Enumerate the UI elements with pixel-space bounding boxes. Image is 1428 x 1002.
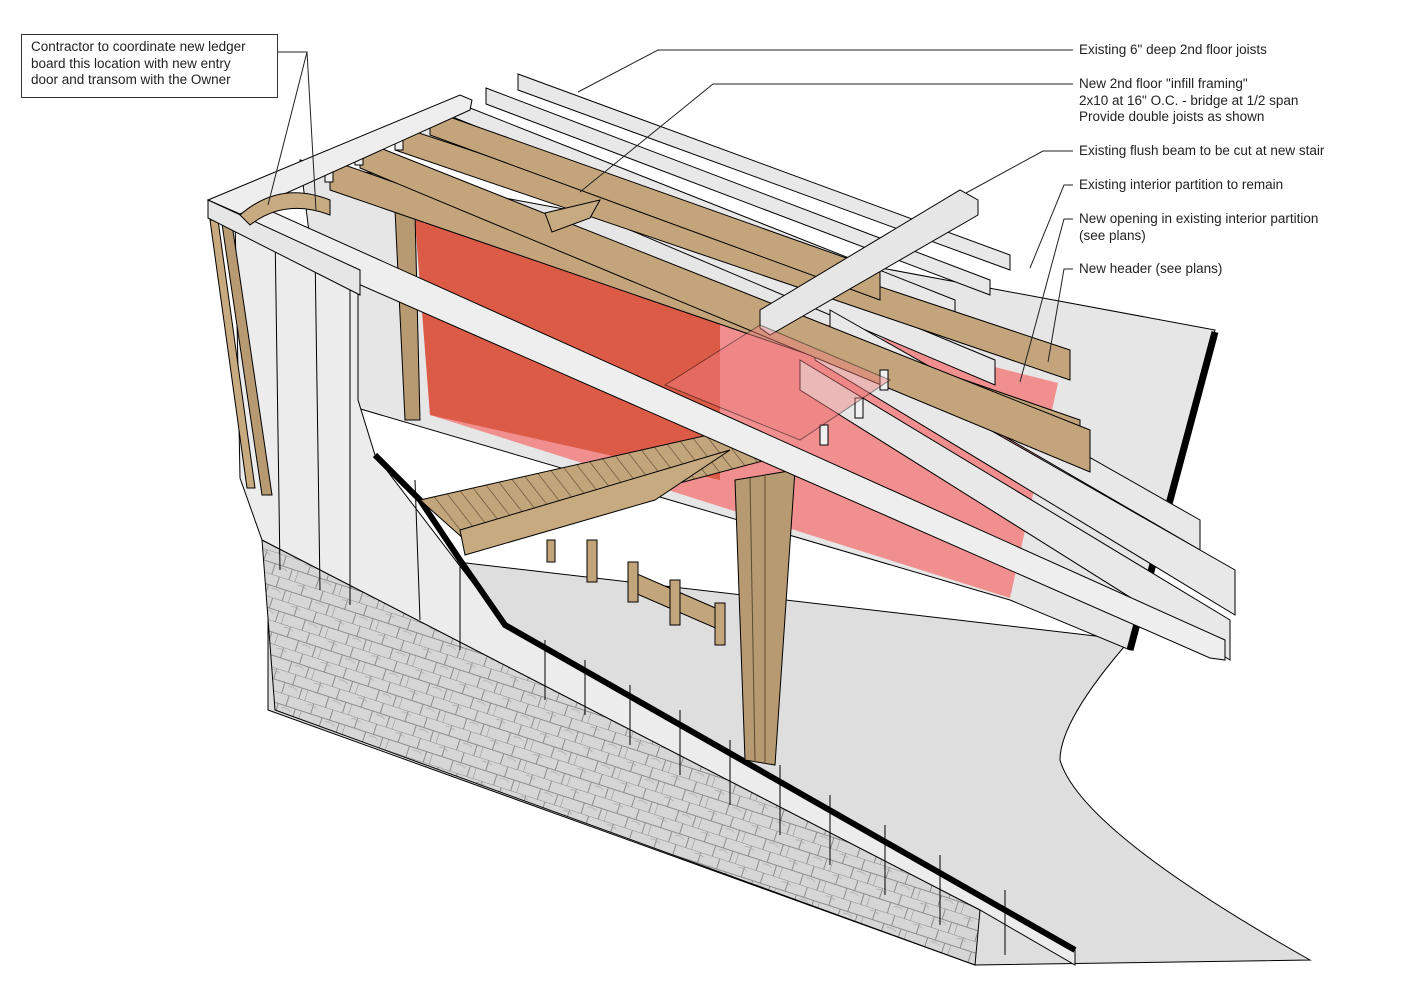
stair-stringer [459, 449, 731, 556]
entry-ledger-arch [239, 192, 331, 226]
leader-lines [267, 49, 1073, 383]
note-new-header: New header (see plans) [1079, 261, 1222, 278]
stacked-post-plies [749, 476, 766, 764]
note-infill-framing-line-2: 2x10 at 16" O.C. - bridge at 1/2 span [1079, 92, 1299, 108]
note-flush-beam: Existing flush beam to be cut at new sta… [1079, 143, 1324, 160]
front-header-top [206, 94, 473, 215]
floor-blocking [546, 539, 726, 646]
bridging-block [544, 199, 601, 233]
note-flush-beam-line-1: Existing flush beam to be cut at new sta… [1079, 143, 1325, 158]
callout-line-1: Contractor to coordinate new ledger [31, 39, 246, 54]
entry-posts [209, 219, 273, 496]
new-infill-joists [329, 109, 1091, 473]
note-existing-joists-line-1: Existing 6" deep 2nd floor joists [1079, 42, 1267, 57]
note-infill-framing: New 2nd floor "infill framing" 2x10 at 1… [1079, 76, 1298, 126]
note-interior-partition-line-1: Existing interior partition to remain [1079, 177, 1284, 192]
note-new-opening-line-1: New opening in existing interior partiti… [1079, 211, 1319, 226]
note-existing-joists: Existing 6" deep 2nd floor joists [1079, 42, 1267, 59]
ledger-board-callout: Contractor to coordinate new ledger boar… [21, 34, 278, 98]
left-header-beam [207, 199, 361, 296]
callout-line-2: board this location with new entry [31, 55, 231, 71]
callout-line-3: door and transom with the Owner [31, 72, 231, 87]
cut-beam-opening [663, 324, 892, 441]
note-new-header-line-1: New header (see plans) [1079, 261, 1223, 276]
front-wall-top-edge [372, 452, 1077, 953]
note-new-opening-line-2: (see plans) [1079, 227, 1146, 243]
note-infill-framing-line-3: Provide double joists as shown [1079, 109, 1265, 124]
note-interior-partition: Existing interior partition to remain [1079, 177, 1283, 194]
note-infill-framing-line-1: New 2nd floor "infill framing" [1079, 76, 1248, 91]
existing-flush-beam [759, 189, 979, 336]
wall-panel-seams [274, 229, 1006, 955]
note-new-opening: New opening in existing interior partiti… [1079, 211, 1318, 244]
